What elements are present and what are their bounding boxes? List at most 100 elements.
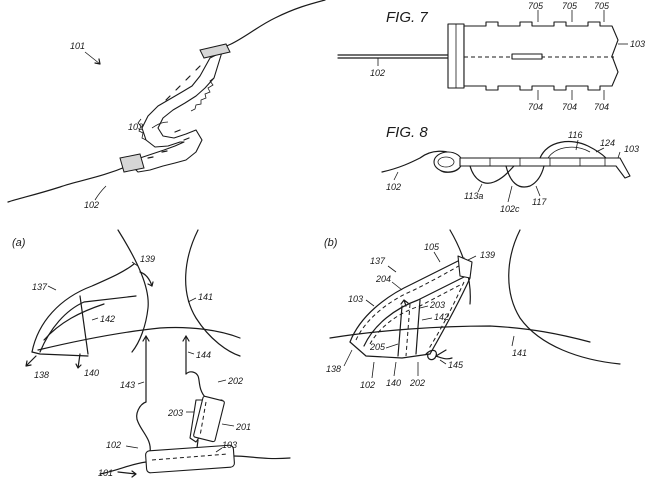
label-705b: 705 [562, 1, 578, 11]
label-102: 102 [360, 380, 375, 390]
panel-b-label: (b) [324, 237, 338, 249]
label-101: 101 [98, 468, 113, 478]
label-704c: 704 [594, 102, 609, 112]
label-202: 202 [227, 376, 243, 386]
fig8-strip-103 [459, 157, 631, 179]
label-201: 201 [235, 422, 251, 432]
label-705a: 705 [528, 1, 544, 11]
label-144: 144 [196, 350, 211, 360]
label-704b: 704 [562, 102, 577, 112]
flap-curve-upper [43, 303, 105, 341]
flap-b-base [349, 341, 431, 359]
label-205: 205 [369, 342, 386, 352]
panel-b-leaders [343, 251, 515, 379]
label-145: 145 [448, 360, 464, 370]
label-105: 105 [424, 242, 440, 252]
leader-101 [84, 51, 101, 65]
label-124: 124 [600, 138, 615, 148]
label-140: 140 [84, 368, 99, 378]
fig8-leaders [393, 139, 621, 203]
label-141: 141 [198, 292, 213, 302]
label-116: 116 [568, 130, 582, 140]
label-102: 102 [84, 200, 99, 210]
knot-145 [425, 349, 453, 361]
flap-b-right-edge [429, 277, 471, 355]
label-143: 143 [120, 380, 135, 390]
thread-101-lower [99, 461, 147, 475]
arrow-139 [139, 271, 153, 287]
flap-outline-137 [31, 263, 135, 353]
label-139: 139 [140, 254, 155, 264]
flap-b-inner [363, 275, 467, 347]
label-142: 142 [434, 312, 449, 322]
label-704a: 704 [528, 102, 543, 112]
strip-slots [147, 65, 201, 159]
end-clamp-lower [119, 153, 145, 173]
fig8-lower-loop-113a [469, 165, 515, 184]
panel-b: (b) [324, 229, 621, 390]
tissue-horizon-b [329, 325, 591, 343]
label-138: 138 [326, 364, 341, 374]
label-139: 139 [480, 250, 495, 260]
label-102c: 102c [500, 204, 520, 214]
panel-a-leaders [47, 261, 235, 478]
thread-102-a [136, 401, 151, 453]
strip-b-203 [397, 299, 421, 357]
leader-103 [151, 121, 169, 129]
panel-a-label: (a) [12, 237, 26, 249]
label-103: 103 [128, 122, 143, 132]
label-102: 102 [106, 440, 121, 450]
tissue-horizon [37, 326, 241, 351]
leader-102 [94, 185, 107, 201]
label-705c: 705 [594, 1, 610, 11]
fig8-title: FIG. 8 [386, 124, 428, 141]
label-113a: 113a [464, 191, 483, 201]
label-103: 103 [630, 39, 645, 49]
strip-serration-edge-2 [137, 118, 147, 141]
label-101: 101 [70, 41, 85, 51]
arrow-101 [94, 58, 101, 65]
flap-inner-142 [39, 295, 137, 353]
arrow-138 [25, 355, 37, 367]
label-140: 140 [386, 378, 401, 388]
suture-thread-lower [7, 164, 131, 203]
panel-a: (a) [12, 229, 291, 478]
label-141: 141 [512, 348, 527, 358]
thread-101-right [233, 455, 291, 460]
fig8-segments [489, 158, 606, 166]
tissue-circle-b-141 [508, 229, 621, 365]
flap-b-outline-137 [349, 257, 465, 343]
label-142: 142 [100, 314, 115, 324]
label-117: 117 [532, 197, 547, 207]
strip-serration-edge [190, 77, 215, 112]
label-103: 103 [348, 294, 363, 304]
serrated-strip-103 [127, 51, 223, 173]
arrow-204 [400, 299, 409, 307]
label-137: 137 [370, 256, 386, 266]
label-102: 102 [370, 68, 385, 78]
label-204: 204 [375, 274, 391, 284]
label-103: 103 [624, 144, 639, 154]
fig7-slot [511, 53, 543, 60]
fig8-upper-arc-116 [539, 140, 607, 159]
thread-202-a [185, 371, 207, 399]
fig8-lower-loop-117 [505, 165, 545, 188]
label-102: 102 [386, 182, 401, 192]
label-203: 203 [429, 300, 445, 310]
label-103: 103 [222, 440, 237, 450]
flap-spine [79, 295, 89, 355]
device-101-illustration: 101 103 102 [7, 0, 326, 210]
fig-8: FIG. 8 116 124 103 102 113a 102c [381, 124, 639, 214]
tissue-curve-left [117, 229, 149, 353]
label-138: 138 [34, 370, 49, 380]
tissue-circle-141 [185, 229, 241, 357]
label-137: 137 [32, 282, 48, 292]
label-202: 202 [409, 378, 425, 388]
flap-edge-138 [31, 351, 89, 357]
fig7-leaders [377, 10, 628, 100]
fig-7: FIG. 7 705 705 705 103 102 704 704 704 [337, 1, 645, 112]
flap-b-stitch-outer [355, 263, 463, 341]
end-clamp-upper [199, 43, 231, 59]
